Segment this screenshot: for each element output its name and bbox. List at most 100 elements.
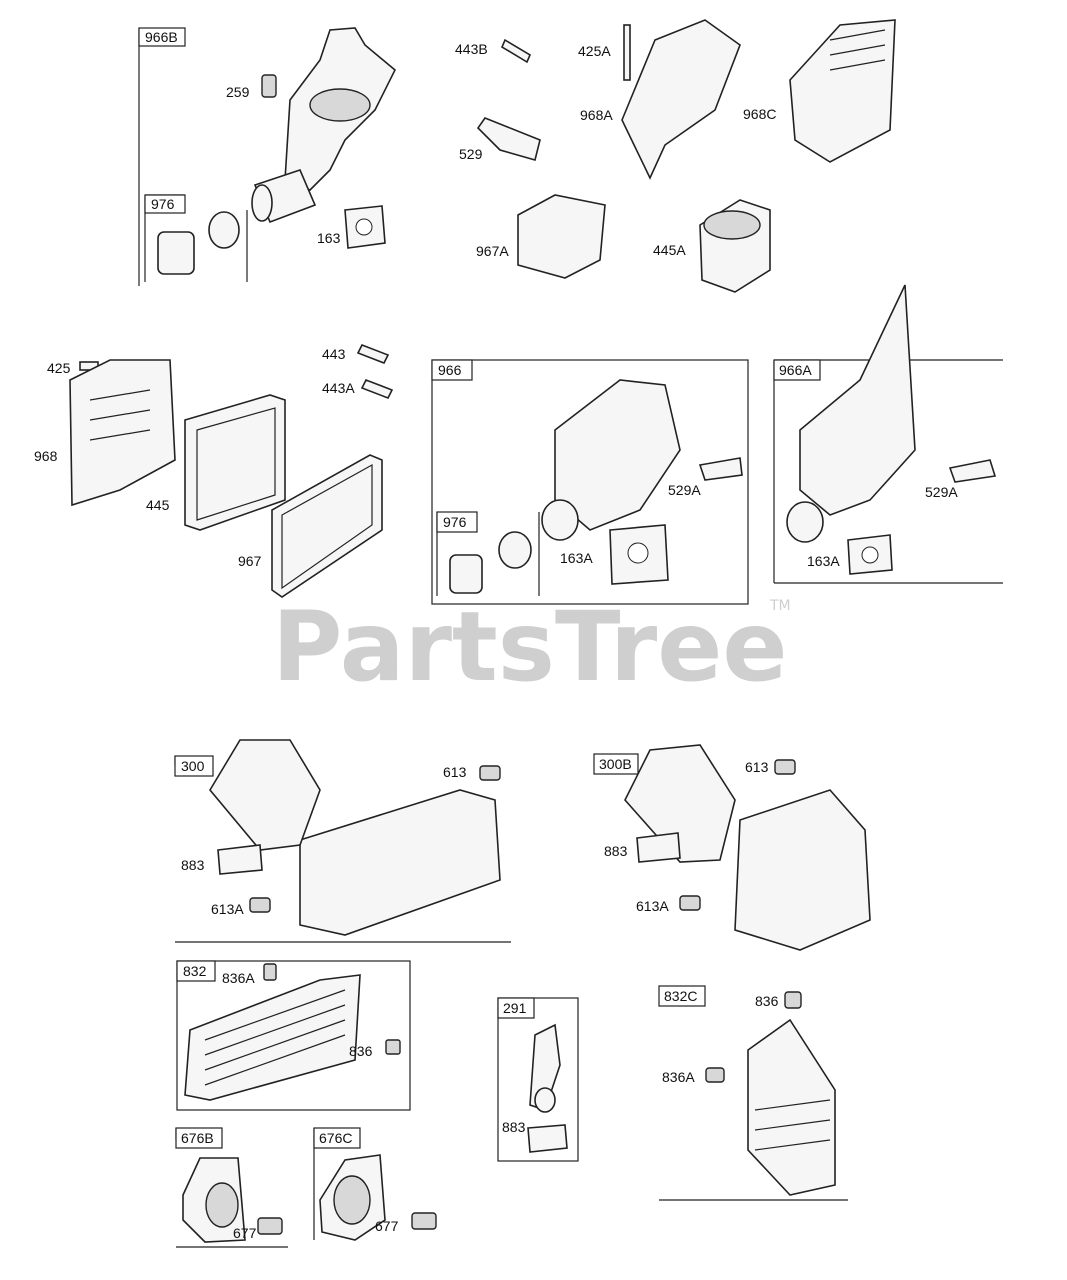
part-966b-adapter bbox=[251, 27, 396, 224]
part-label-613-300b: 613 bbox=[745, 759, 769, 775]
label-box-676c bbox=[313, 1127, 361, 1149]
part-label-163a-966: 163A bbox=[560, 550, 593, 566]
part-968a bbox=[621, 19, 741, 180]
part-163a-966 bbox=[609, 524, 669, 585]
part-label-836a-832: 836A bbox=[222, 970, 255, 986]
part-label-425: 425 bbox=[47, 360, 71, 376]
part-613a-300b bbox=[679, 895, 701, 911]
part-967 bbox=[271, 454, 383, 598]
part-676c-deflector bbox=[319, 1154, 386, 1241]
part-443a bbox=[360, 378, 394, 400]
group-label-966b: 966B bbox=[145, 29, 178, 45]
part-label-968: 968 bbox=[34, 448, 58, 464]
part-976-top-pieces bbox=[157, 211, 240, 275]
part-832c-guard bbox=[747, 1018, 836, 1196]
part-300-muffler bbox=[209, 739, 501, 936]
part-529 bbox=[476, 117, 541, 161]
label-box-300b bbox=[593, 753, 639, 775]
label-box-966a bbox=[773, 359, 821, 381]
part-label-163: 163 bbox=[317, 230, 341, 246]
part-163a-966a bbox=[847, 534, 893, 575]
part-291-gasket bbox=[527, 1023, 568, 1153]
part-677-676b bbox=[257, 1217, 283, 1235]
part-836-832 bbox=[385, 1039, 401, 1055]
part-label-613-300: 613 bbox=[443, 764, 467, 780]
part-832-guard bbox=[184, 974, 361, 1101]
part-label-445: 445 bbox=[146, 497, 170, 513]
label-box-300 bbox=[174, 755, 214, 777]
group-label-966a: 966A bbox=[779, 362, 812, 378]
group-label-676b: 676B bbox=[181, 1130, 214, 1146]
group-label-966: 966 bbox=[438, 362, 462, 378]
part-445 bbox=[184, 394, 286, 531]
part-883-300b bbox=[636, 832, 681, 863]
label-box-832 bbox=[176, 960, 216, 982]
part-label-529: 529 bbox=[459, 146, 483, 162]
part-968 bbox=[69, 359, 176, 507]
part-836a-832 bbox=[263, 963, 277, 981]
part-label-836-832: 836 bbox=[349, 1043, 373, 1059]
label-box-291 bbox=[497, 997, 535, 1019]
part-836-832c bbox=[784, 991, 802, 1009]
label-box-966 bbox=[431, 359, 473, 381]
part-label-259: 259 bbox=[226, 84, 250, 100]
part-label-967a: 967A bbox=[476, 243, 509, 259]
part-445a bbox=[699, 199, 771, 293]
part-968c bbox=[789, 19, 896, 163]
part-label-445a: 445A bbox=[653, 242, 686, 258]
watermark-tm: TM bbox=[769, 598, 791, 614]
label-box-676b bbox=[175, 1127, 223, 1149]
part-613a-300 bbox=[249, 897, 271, 913]
part-label-443b: 443B bbox=[455, 41, 488, 57]
part-259 bbox=[261, 74, 277, 98]
part-613-300b bbox=[774, 759, 796, 775]
part-label-163a-966a: 163A bbox=[807, 553, 840, 569]
part-883-300 bbox=[217, 844, 263, 875]
label-box-832c bbox=[658, 985, 706, 1007]
part-label-836-832c: 836 bbox=[755, 993, 779, 1009]
part-613-300 bbox=[479, 765, 501, 781]
part-label-613a-300: 613A bbox=[211, 901, 244, 917]
part-529a-966 bbox=[698, 457, 743, 481]
part-966a-body bbox=[786, 284, 916, 543]
part-967a bbox=[517, 194, 606, 279]
frame-291 bbox=[497, 997, 579, 1162]
label-box-976-mid bbox=[436, 511, 478, 533]
part-836a-832c bbox=[705, 1067, 725, 1083]
part-677-676c bbox=[411, 1212, 437, 1230]
part-443 bbox=[356, 343, 390, 365]
part-label-883-300b: 883 bbox=[604, 843, 628, 859]
part-966-body bbox=[541, 379, 681, 541]
part-label-968a: 968A bbox=[580, 107, 613, 123]
part-label-613a-300b: 613A bbox=[636, 898, 669, 914]
group-label-976-mid: 976 bbox=[443, 514, 467, 530]
part-529a-966a bbox=[948, 459, 997, 483]
part-label-677-676c: 677 bbox=[375, 1218, 399, 1234]
group-label-300b: 300B bbox=[599, 756, 632, 772]
part-163-gasket bbox=[344, 205, 386, 249]
part-label-968c: 968C bbox=[743, 106, 776, 122]
group-label-291: 291 bbox=[503, 1000, 527, 1016]
group-label-832: 832 bbox=[183, 963, 207, 979]
part-label-529a-966a: 529A bbox=[925, 484, 958, 500]
part-976-mid-pieces bbox=[449, 531, 532, 594]
group-label-300: 300 bbox=[181, 758, 205, 774]
part-label-443a: 443A bbox=[322, 380, 355, 396]
part-label-529a-966: 529A bbox=[668, 482, 701, 498]
part-label-443: 443 bbox=[322, 346, 346, 362]
part-676b-deflector bbox=[182, 1157, 246, 1243]
part-label-425a: 425A bbox=[578, 43, 611, 59]
group-label-976-top: 976 bbox=[151, 196, 175, 212]
label-box-976-top bbox=[144, 194, 186, 214]
part-425a bbox=[623, 24, 631, 81]
label-box-966b bbox=[138, 27, 186, 47]
part-label-883-300: 883 bbox=[181, 857, 205, 873]
group-label-832c: 832C bbox=[664, 988, 697, 1004]
group-label-676c: 676C bbox=[319, 1130, 352, 1146]
part-label-677-676b: 677 bbox=[233, 1225, 257, 1241]
part-label-883-291: 883 bbox=[502, 1119, 526, 1135]
frame-832 bbox=[176, 960, 411, 1111]
part-label-967: 967 bbox=[238, 553, 262, 569]
part-443b bbox=[500, 38, 532, 64]
part-300b-muffler bbox=[624, 744, 871, 951]
